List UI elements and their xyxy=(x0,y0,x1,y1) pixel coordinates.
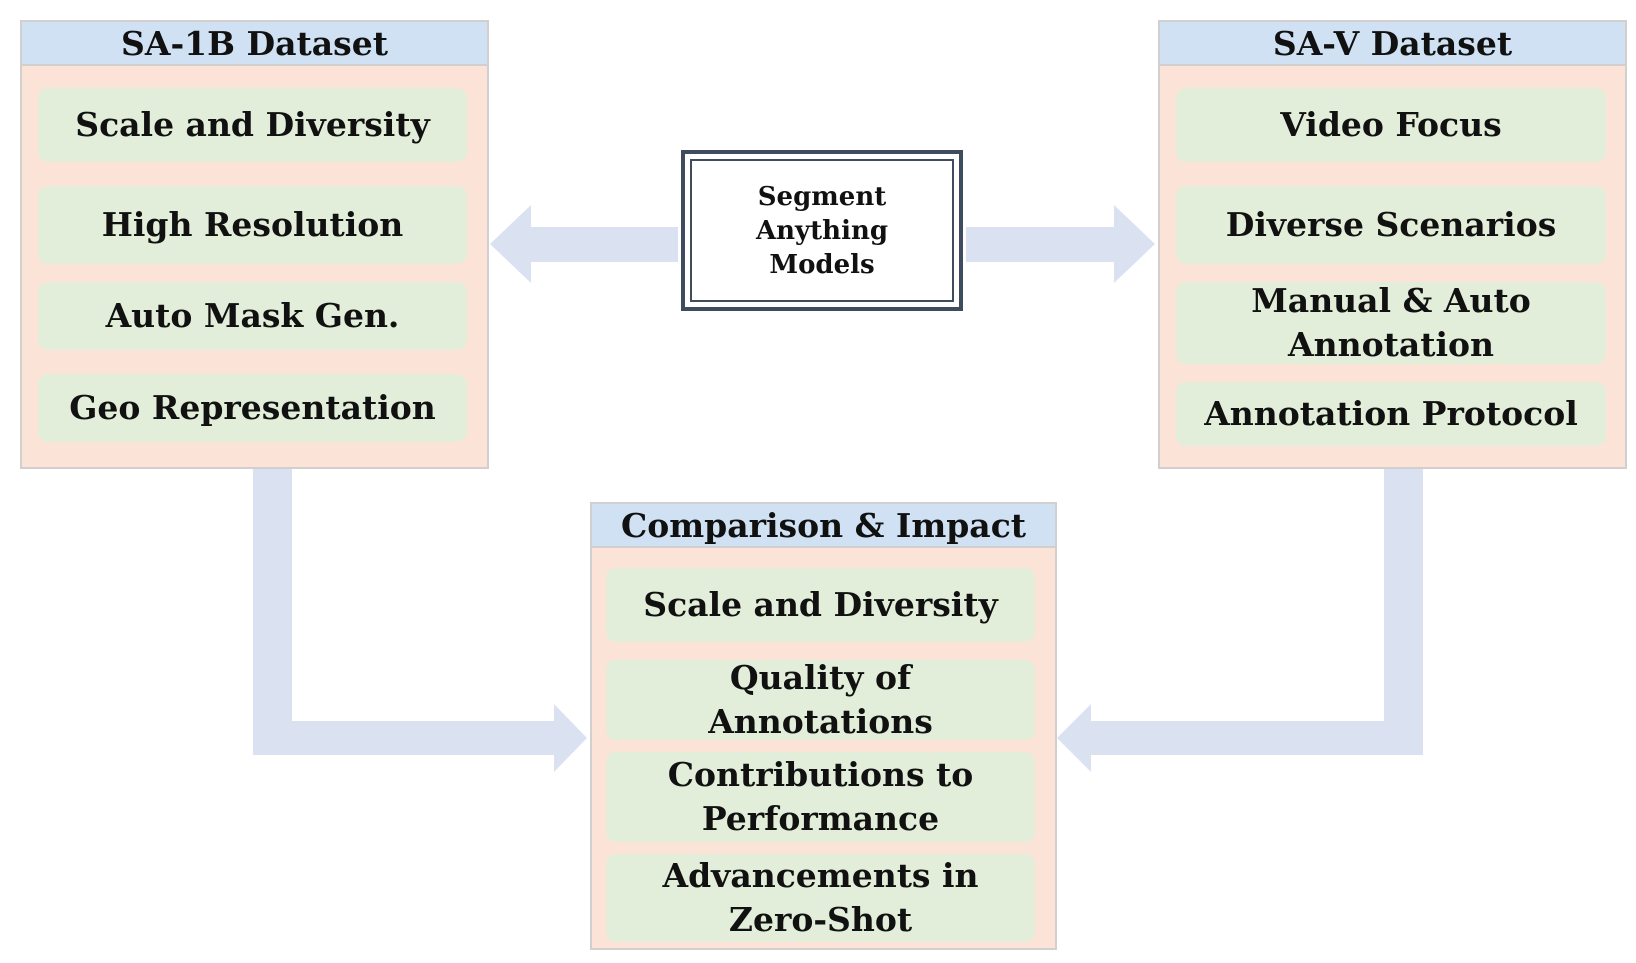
segment-anything-models-box: Segment Anything Models xyxy=(681,150,963,311)
sav-title: SA-V Dataset xyxy=(1160,22,1625,66)
sa1b-panel: SA-1B Dataset Scale and Diversity High R… xyxy=(20,20,489,469)
sav-item-annotation-protocol: Annotation Protocol xyxy=(1176,382,1606,446)
sav-item-video-focus: Video Focus xyxy=(1176,88,1606,162)
sa1b-item-scale-diversity: Scale and Diversity xyxy=(38,88,467,162)
comparison-panel: Comparison & Impact Scale and Diversity … xyxy=(590,502,1057,950)
sa1b-item-auto-mask-gen: Auto Mask Gen. xyxy=(38,282,467,350)
comparison-item-contributions-performance: Contributions to Performance xyxy=(606,752,1035,842)
comparison-item-advancements-zero-shot: Advancements in Zero-Shot xyxy=(606,854,1035,942)
arrow-sav-to-comparison xyxy=(1057,468,1423,772)
comparison-title: Comparison & Impact xyxy=(592,504,1055,548)
comparison-item-scale-diversity: Scale and Diversity xyxy=(606,568,1035,642)
arrow-to-sav xyxy=(966,205,1155,283)
sa1b-item-high-resolution: High Resolution xyxy=(38,186,467,264)
arrow-to-sa1b xyxy=(490,205,678,283)
sa1b-item-geo-representation: Geo Representation xyxy=(38,374,467,442)
segment-anything-models-label: Segment Anything Models xyxy=(690,159,954,302)
comparison-item-quality-annotations: Quality of Annotations xyxy=(606,658,1035,741)
sav-panel: SA-V Dataset Video Focus Diverse Scenari… xyxy=(1158,20,1627,469)
sav-item-diverse-scenarios: Diverse Scenarios xyxy=(1176,186,1606,264)
sa1b-title: SA-1B Dataset xyxy=(22,22,487,66)
arrow-sa1b-to-comparison xyxy=(253,468,587,772)
sav-item-manual-auto-annotation: Manual & Auto Annotation xyxy=(1176,281,1606,364)
